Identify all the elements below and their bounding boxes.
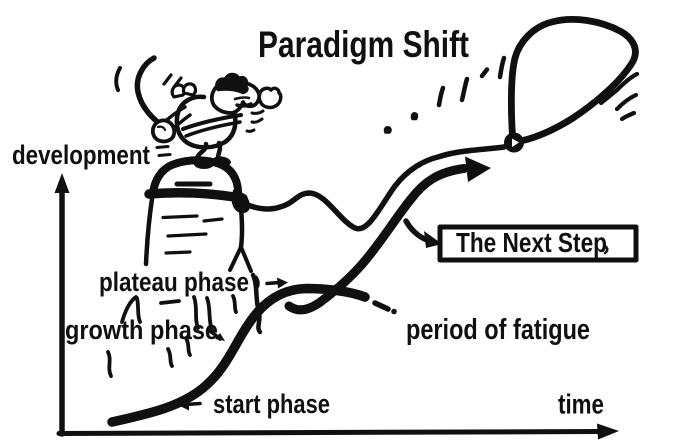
svg-text:The Next Step: The Next Step: [456, 227, 607, 258]
svg-text:period of fatigue: period of fatigue: [406, 314, 590, 346]
svg-text:development: development: [12, 140, 150, 170]
svg-text:plateau phase: plateau phase: [99, 267, 249, 297]
svg-text:time: time: [558, 389, 604, 420]
svg-text:growth phase: growth phase: [65, 315, 218, 345]
svg-text:start phase: start phase: [213, 389, 330, 419]
svg-text:Paradigm Shift: Paradigm Shift: [258, 23, 469, 65]
